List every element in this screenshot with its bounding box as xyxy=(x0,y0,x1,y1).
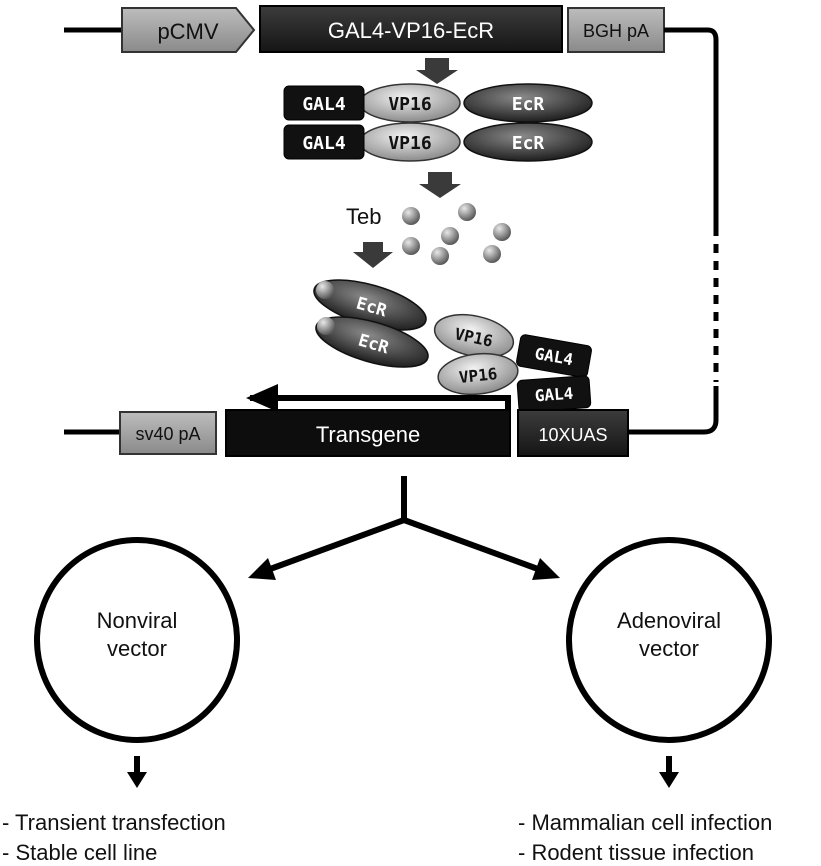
teb-molecule xyxy=(458,203,476,221)
ecr-domain xyxy=(463,83,593,123)
transcription-arrow xyxy=(250,395,511,412)
adenoviral-vector: Adenoviral vector xyxy=(566,537,772,743)
nonviral-down-arrowhead xyxy=(127,772,147,788)
top-dna-line-right xyxy=(664,27,719,236)
sv40-pa-label: sv40 pA xyxy=(135,424,200,444)
down-arrow-3 xyxy=(353,242,393,268)
gal4-label: GAL4 xyxy=(302,94,346,115)
gal4-label: GAL4 xyxy=(534,384,574,406)
ecr-label: EcR xyxy=(512,133,545,154)
adenoviral-down-arrowhead xyxy=(659,772,679,788)
branch-left xyxy=(260,517,406,575)
fusion-protein-2: EcR VP16 GAL4 xyxy=(283,122,593,162)
fusion-protein-1: EcR VP16 GAL4 xyxy=(283,83,593,123)
bgh-pa-label: BGH pA xyxy=(583,21,649,41)
bgh-pa xyxy=(567,7,665,53)
transcription-arrowhead xyxy=(246,384,278,412)
transgene xyxy=(225,409,511,457)
ecr-label: EcR xyxy=(512,94,545,115)
teb-label: Teb xyxy=(346,204,381,229)
down-arrow-2 xyxy=(419,172,461,198)
pcmv-label: pCMV xyxy=(157,19,218,44)
uas-label: 10XUAS xyxy=(538,425,607,445)
vp16-label: VP16 xyxy=(458,364,498,387)
gal4-label: GAL4 xyxy=(302,133,346,154)
transgene-label: Transgene xyxy=(316,422,420,447)
ecr-domain xyxy=(463,122,593,162)
sv40-pa xyxy=(119,411,217,455)
nonviral-use-1: - Transient transfection xyxy=(2,810,226,835)
branch-left-arrowhead xyxy=(248,558,276,580)
bound-teb xyxy=(316,281,334,299)
bound-teb xyxy=(317,317,335,335)
teb-molecule xyxy=(402,237,420,255)
adenoviral-use-2: - Rodent tissue infection xyxy=(518,840,754,865)
vp16-label: VP16 xyxy=(388,133,431,154)
bottom-dna-line-right xyxy=(628,386,719,435)
activated-complex: EcR EcR VP16 VP16 GAL4 GAL4 xyxy=(313,279,592,413)
gal4-domain xyxy=(283,85,365,121)
vp16-domain xyxy=(437,352,519,396)
top-construct: pCMV GAL4-VP16-EcR BGH pA xyxy=(64,5,719,435)
down-arrow-1 xyxy=(416,58,458,84)
adenoviral-vector-label-1: Adenoviral xyxy=(617,608,721,633)
gene-label: GAL4-VP16-EcR xyxy=(328,18,494,43)
nonviral-vector: Nonviral vector xyxy=(34,537,240,743)
teb-molecule xyxy=(483,245,501,263)
bottom-construct: sv40 pA Transgene 10XUAS xyxy=(64,409,629,457)
teb-molecule xyxy=(402,207,420,225)
adenoviral-vector-label-2: vector xyxy=(639,636,699,661)
gal4-vp16-ecr-gene xyxy=(259,5,563,53)
branch-right xyxy=(402,517,548,575)
vp16-label: VP16 xyxy=(388,94,431,115)
nonviral-vector-circle xyxy=(34,537,240,743)
gal4-domain xyxy=(516,334,592,378)
nonviral-use-2: - Stable cell line xyxy=(2,840,157,865)
teb-molecule xyxy=(493,223,511,241)
teb-molecule xyxy=(441,227,459,245)
nonviral-vector-label-1: Nonviral xyxy=(97,608,178,633)
pcmv-promoter xyxy=(121,7,256,53)
uas-element xyxy=(517,409,629,457)
teb-ligands xyxy=(402,203,511,265)
teb-molecule xyxy=(431,247,449,265)
gal4-domain xyxy=(283,124,365,160)
branch-arrows xyxy=(248,476,560,580)
ecr-domain xyxy=(315,316,429,368)
nonviral-vector-label-2: vector xyxy=(107,636,167,661)
branch-right-arrowhead xyxy=(532,558,560,580)
adenoviral-use-1: - Mammalian cell infection xyxy=(518,810,772,835)
adenoviral-vector-circle xyxy=(566,537,772,743)
